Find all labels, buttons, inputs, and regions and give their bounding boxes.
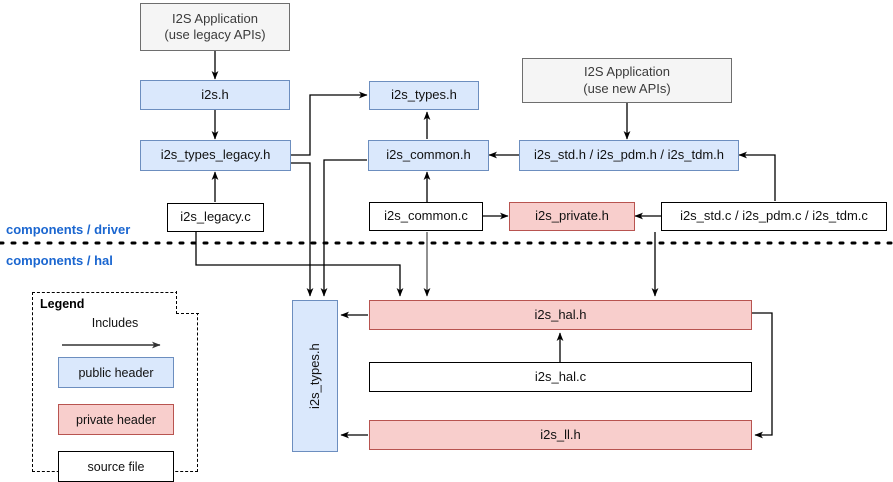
node-i2s-private-h: i2s_private.h	[509, 202, 635, 231]
node-i2s-hal-c: i2s_hal.c	[369, 362, 752, 392]
node-i2s-types-legacy-h: i2s_types_legacy.h	[140, 140, 291, 171]
app-legacy-line2: (use legacy APIs)	[164, 27, 266, 42]
node-i2s-ll-h: i2s_ll.h	[369, 420, 752, 450]
legend-source-file-swatch: source file	[58, 451, 174, 482]
node-i2s-common-h: i2s_common.h	[368, 140, 489, 171]
node-i2s-h: i2s.h	[140, 80, 290, 110]
legend-title: Legend	[40, 297, 85, 311]
node-i2s-types-h-top: i2s_types.h	[369, 81, 479, 110]
legend-public-header-swatch: public header	[58, 357, 174, 388]
legend-includes-label: Includes	[91, 316, 139, 330]
legend-includes-arrow-icon	[62, 341, 161, 349]
zone-label-driver: components / driver	[6, 222, 131, 237]
node-i2s-std-pdm-tdm-h: i2s_std.h / i2s_pdm.h / i2s_tdm.h	[519, 140, 739, 171]
app-legacy-line1: I2S Application	[171, 10, 258, 26]
legend-fold-corner-icon	[176, 290, 199, 314]
node-i2s-application-legacy: I2S Application (use legacy APIs)	[140, 3, 290, 51]
legend-private-header-swatch: private header	[58, 404, 174, 435]
legend: Legend Includes public header private he…	[32, 290, 199, 482]
node-i2s-common-c: i2s_common.c	[369, 202, 483, 231]
zone-label-hal: components / hal	[6, 253, 113, 268]
app-new-line1: I2S Application	[583, 64, 670, 80]
app-new-line2: (use new APIs)	[583, 80, 671, 96]
node-i2s-hal-h: i2s_hal.h	[369, 300, 752, 330]
node-i2s-legacy-c: i2s_legacy.c	[167, 203, 264, 232]
node-i2s-types-h-vertical: i2s_types.h	[292, 300, 338, 452]
node-i2s-std-pdm-tdm-c: i2s_std.c / i2s_pdm.c / i2s_tdm.c	[661, 202, 887, 231]
node-i2s-application-new: I2S Application (use new APIs)	[522, 58, 732, 103]
